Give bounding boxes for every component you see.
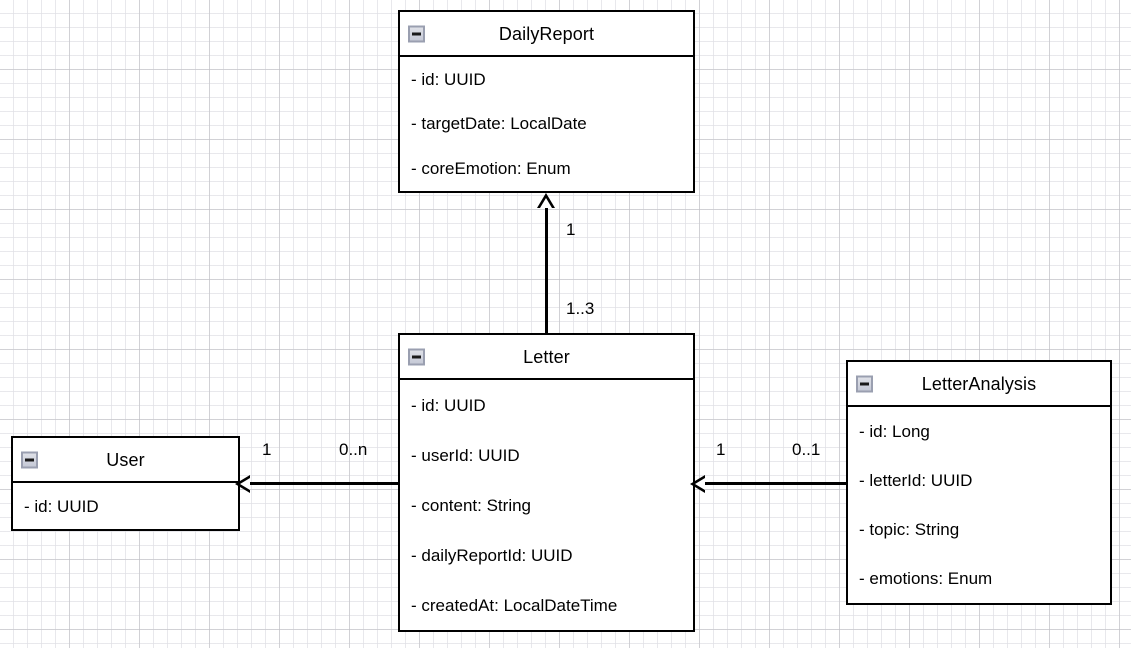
uml-attribute-list-letter: - id: UUID - userId: UUID - content: Str…	[400, 380, 693, 630]
uml-attribute: - content: String	[411, 495, 532, 515]
uml-attribute: - emotions: Enum	[859, 569, 993, 588]
minus-icon-bar	[25, 458, 34, 461]
uml-attribute: - letterId: UUID	[859, 471, 973, 490]
minus-icon-bar	[860, 382, 869, 385]
relation-multiplicity-target: 1	[262, 440, 272, 459]
uml-attribute: - userId: UUID	[411, 445, 520, 465]
relation-multiplicity-source: 0..1	[792, 440, 821, 459]
uml-attribute: - id: UUID	[411, 69, 486, 89]
uml-attribute: - dailyReportId: UUID	[411, 545, 573, 565]
relation-multiplicity-source: 1..3	[566, 299, 595, 318]
uml-attribute-list-dailyreport: - id: UUID - targetDate: LocalDate - cor…	[400, 57, 693, 191]
uml-class-title-user: User	[106, 449, 145, 470]
relation-line-letteranalysis-letter[interactable]	[695, 482, 846, 485]
uml-attribute: - id: UUID	[24, 496, 99, 516]
relation-multiplicity-source: 0..n	[339, 440, 368, 459]
minus-icon[interactable]	[408, 25, 425, 42]
relation-multiplicity-target: 1	[716, 440, 726, 459]
uml-attribute: - topic: String	[859, 520, 960, 539]
minus-icon[interactable]	[21, 451, 38, 468]
relation-arrowhead-notch	[540, 198, 552, 208]
uml-class-title-letteranalysis: LetterAnalysis	[921, 373, 1037, 394]
uml-attribute: - id: Long	[859, 422, 930, 441]
uml-attribute: - id: UUID	[411, 395, 486, 415]
relation-line-letter-dailyreport[interactable]	[545, 198, 548, 333]
relation-line-letter-user[interactable]	[240, 482, 398, 485]
uml-attribute-list-letteranalysis: - id: Long - letterId: UUID - topic: Str…	[848, 407, 1110, 603]
minus-icon-bar	[412, 32, 421, 35]
uml-class-header-user: User	[13, 438, 238, 483]
minus-icon[interactable]	[408, 348, 425, 365]
uml-class-letter[interactable]: Letter - id: UUID - userId: UUID - conte…	[398, 333, 695, 632]
uml-class-dailyreport[interactable]: DailyReport - id: UUID - targetDate: Loc…	[398, 10, 695, 193]
uml-attribute: - coreEmotion: Enum	[411, 159, 571, 179]
uml-attribute-list-user: - id: UUID	[13, 483, 238, 529]
minus-icon[interactable]	[856, 375, 873, 392]
relation-arrowhead-notch	[240, 478, 250, 490]
uml-attribute: - createdAt: LocalDateTime	[411, 595, 618, 615]
uml-class-header-letteranalysis: LetterAnalysis	[848, 362, 1110, 407]
uml-class-header-letter: Letter	[400, 335, 693, 380]
uml-attribute: - targetDate: LocalDate	[411, 114, 587, 134]
uml-class-letteranalysis[interactable]: LetterAnalysis - id: Long - letterId: UU…	[846, 360, 1112, 605]
uml-class-title-letter: Letter	[523, 346, 570, 367]
uml-class-header-dailyreport: DailyReport	[400, 12, 693, 57]
uml-class-user[interactable]: User - id: UUID	[11, 436, 240, 531]
minus-icon-bar	[412, 355, 421, 358]
relation-multiplicity-target: 1	[566, 220, 576, 239]
uml-class-title-dailyreport: DailyReport	[498, 23, 595, 44]
relation-arrowhead-notch	[695, 478, 705, 490]
